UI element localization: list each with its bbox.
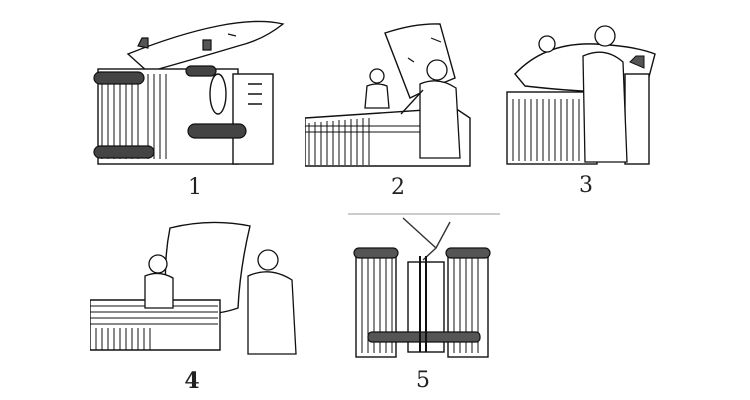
step-2-illustration <box>305 18 485 173</box>
workers-holding-sheet-drawing <box>90 221 297 355</box>
step-3-illustration <box>505 14 665 169</box>
step-1-number: 1 <box>188 175 202 200</box>
step-4-illustration <box>90 218 300 358</box>
step-1-illustration <box>88 14 288 174</box>
step-2-number: 2 <box>391 175 405 200</box>
step-5-number: 5 <box>416 368 430 393</box>
step-4-number: 4 <box>184 368 200 394</box>
step-5-illustration <box>348 212 500 362</box>
filter-press-sheet-drawing <box>93 20 285 165</box>
step-3-number: 3 <box>579 173 593 198</box>
workers-spreading-sheet-drawing <box>506 25 656 165</box>
sheet-hanging-between-plates-drawing <box>348 213 500 358</box>
workers-lifting-sheet-drawing <box>305 23 471 167</box>
